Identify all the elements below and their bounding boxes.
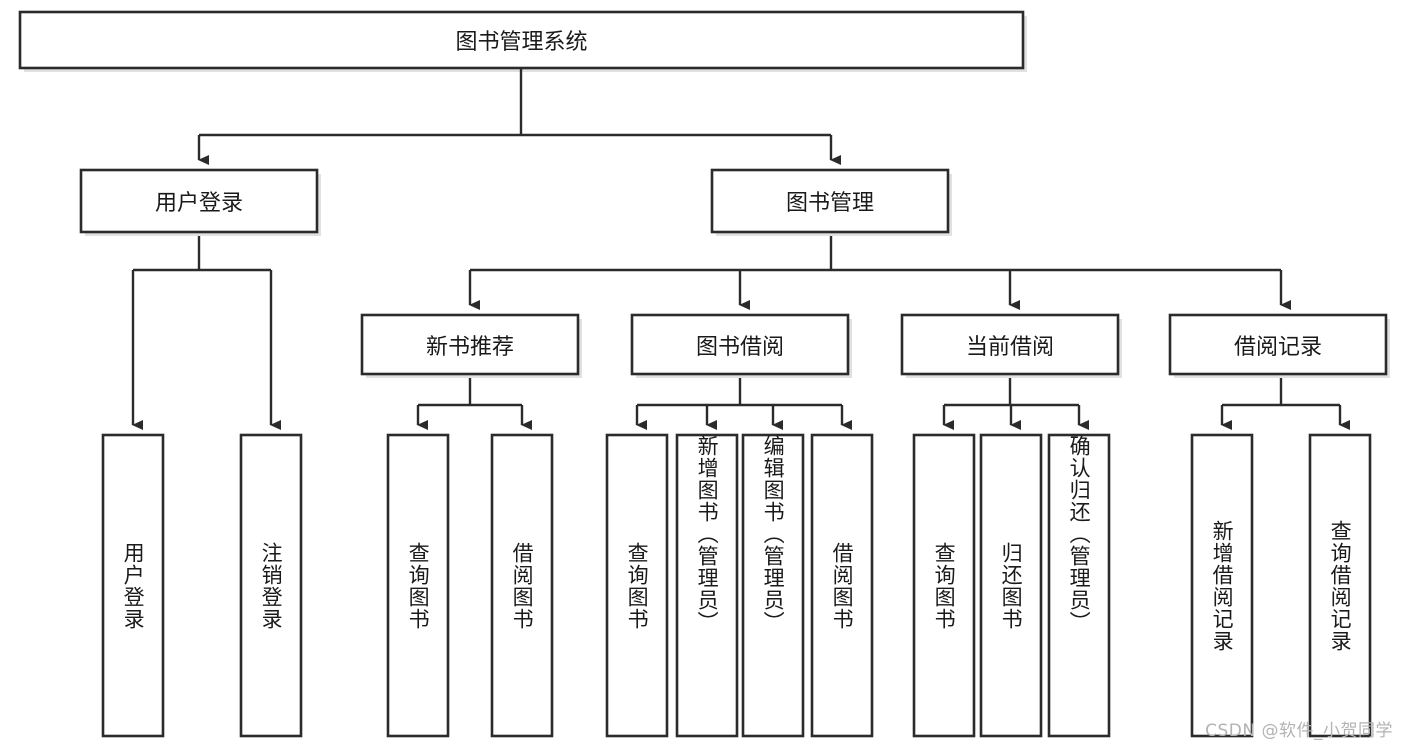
leaf-borrow-record-1[interactable] xyxy=(1308,433,1372,738)
node-book-borrow[interactable] xyxy=(630,313,850,376)
node-current-borrow[interactable] xyxy=(900,313,1120,376)
leaf-borrow-record-0[interactable] xyxy=(1190,433,1254,738)
leaf-user-login-0[interactable] xyxy=(101,433,165,738)
leaf-new-book-1[interactable] xyxy=(490,433,554,738)
node-book-manage[interactable] xyxy=(710,168,950,234)
node-borrow-record[interactable] xyxy=(1168,313,1388,376)
csdn-watermark: CSDN @软件_小贺同学 xyxy=(1205,721,1393,741)
node-root[interactable] xyxy=(18,10,1025,70)
leaf-book-borrow-2[interactable] xyxy=(741,433,805,738)
leaf-new-book-0[interactable] xyxy=(386,433,450,738)
node-user-login[interactable] xyxy=(79,168,319,234)
leaf-user-login-1[interactable] xyxy=(239,433,303,738)
leaf-book-borrow-1[interactable] xyxy=(675,433,739,738)
leaf-book-borrow-3[interactable] xyxy=(810,433,874,738)
leaf-book-borrow-0[interactable] xyxy=(605,433,669,738)
leaf-current-borrow-2[interactable] xyxy=(1047,433,1111,738)
leaf-current-borrow-1[interactable] xyxy=(979,433,1043,738)
node-new-book-recommend[interactable] xyxy=(360,313,580,376)
leaf-current-borrow-0[interactable] xyxy=(912,433,976,738)
